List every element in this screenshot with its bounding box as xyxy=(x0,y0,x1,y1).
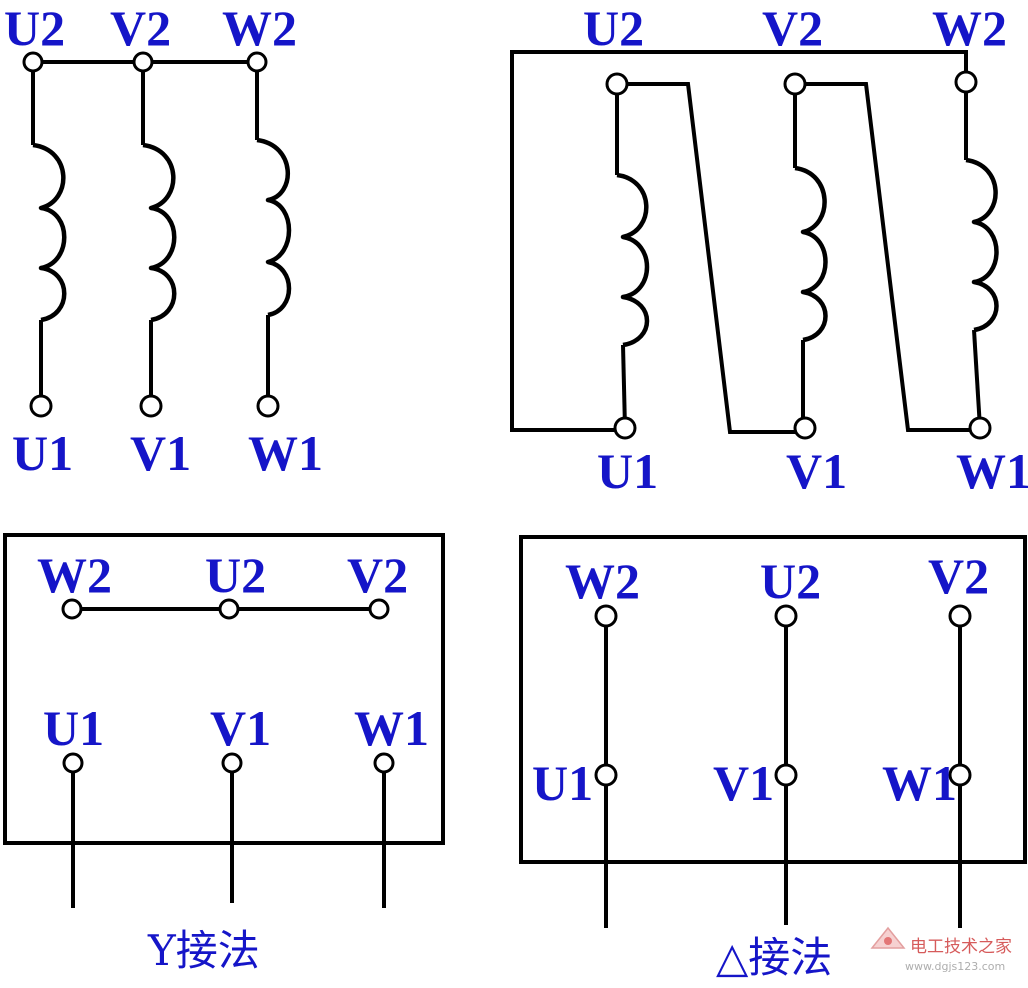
watermark-url: www.dgjs123.com xyxy=(905,960,1005,973)
terminal-v1 xyxy=(221,752,243,774)
coil-v xyxy=(142,142,177,323)
terminal-w1 xyxy=(373,752,395,774)
site-watermark: 电工技术之家 www.dgjs123.com xyxy=(870,926,1012,973)
label-w1: W1 xyxy=(354,700,429,756)
terminal-w1 xyxy=(256,394,280,418)
watermark-logo-icon xyxy=(870,926,906,949)
label-u2: U2 xyxy=(760,553,821,609)
terminal-u2 xyxy=(22,51,44,73)
terminal-w1 xyxy=(948,763,972,787)
star-windings-diagram: U2 V2 W2 U1 V1 W1 xyxy=(4,0,323,481)
winding-w-delta xyxy=(964,82,999,429)
terminal-u1 xyxy=(613,416,637,440)
label-v2: V2 xyxy=(347,547,408,603)
star-terminal-box: W2 U2 V2 U1 V1 W1 Y接法 xyxy=(3,533,445,975)
terminal-v2 xyxy=(368,598,390,620)
terminal-box-frame xyxy=(3,533,445,845)
label-v2: V2 xyxy=(928,548,989,604)
terminal-v2 xyxy=(948,604,972,628)
terminal-w2 xyxy=(594,604,618,628)
terminal-w2 xyxy=(61,598,83,620)
label-v1: V1 xyxy=(130,425,191,481)
winding-v xyxy=(141,62,177,405)
label-w2: W2 xyxy=(37,547,112,603)
winding-u xyxy=(31,62,67,405)
terminal-w2 xyxy=(954,70,978,94)
winding-w xyxy=(255,62,292,405)
label-u1: U1 xyxy=(597,443,658,499)
terminal-u1 xyxy=(62,752,84,774)
delta-link-u2-v1 xyxy=(617,82,805,434)
label-u2: U2 xyxy=(4,0,65,56)
delta-outer-loop xyxy=(510,50,968,432)
terminal-v1 xyxy=(774,763,798,787)
label-u1: U1 xyxy=(43,700,104,756)
terminal-w1 xyxy=(968,416,992,440)
label-w1: W1 xyxy=(882,755,957,811)
label-w2: W2 xyxy=(932,0,1007,56)
terminal-u1 xyxy=(594,763,618,787)
label-w2: W2 xyxy=(565,553,640,609)
terminal-w2 xyxy=(246,51,268,73)
coil-w xyxy=(256,137,292,318)
label-v1: V1 xyxy=(210,700,271,756)
terminal-u2 xyxy=(218,598,240,620)
label-u2: U2 xyxy=(583,0,644,56)
label-v1: V1 xyxy=(786,443,847,499)
delta-windings-diagram: U2 V2 W2 U1 V1 W1 xyxy=(510,0,1028,499)
terminal-v2 xyxy=(132,51,154,73)
caption-delta: △接法 xyxy=(716,933,832,982)
coil-u xyxy=(32,142,67,323)
winding-v-delta xyxy=(793,84,828,428)
label-w1: W1 xyxy=(248,425,323,481)
terminal-v1 xyxy=(793,416,817,440)
label-u2: U2 xyxy=(205,547,266,603)
delta-terminal-box: W2 U2 V2 U1 V1 W1 △接法 xyxy=(519,535,1027,982)
caption-star: Y接法 xyxy=(147,926,260,975)
label-u1: U1 xyxy=(532,755,593,811)
terminal-u2 xyxy=(774,604,798,628)
terminal-u1 xyxy=(29,394,53,418)
delta-link-v2-w1 xyxy=(795,82,980,432)
label-v1: V1 xyxy=(713,755,774,811)
terminal-v2 xyxy=(783,72,807,96)
watermark-text: 电工技术之家 xyxy=(910,937,1012,957)
label-u1: U1 xyxy=(12,425,73,481)
label-w2: W2 xyxy=(222,0,297,56)
terminal-box-frame xyxy=(519,535,1027,864)
terminal-v1 xyxy=(139,394,163,418)
winding-u-delta xyxy=(615,84,650,429)
label-v2: V2 xyxy=(762,0,823,56)
label-v2: V2 xyxy=(110,0,171,56)
terminal-u2 xyxy=(605,72,629,96)
label-w1: W1 xyxy=(956,443,1028,499)
